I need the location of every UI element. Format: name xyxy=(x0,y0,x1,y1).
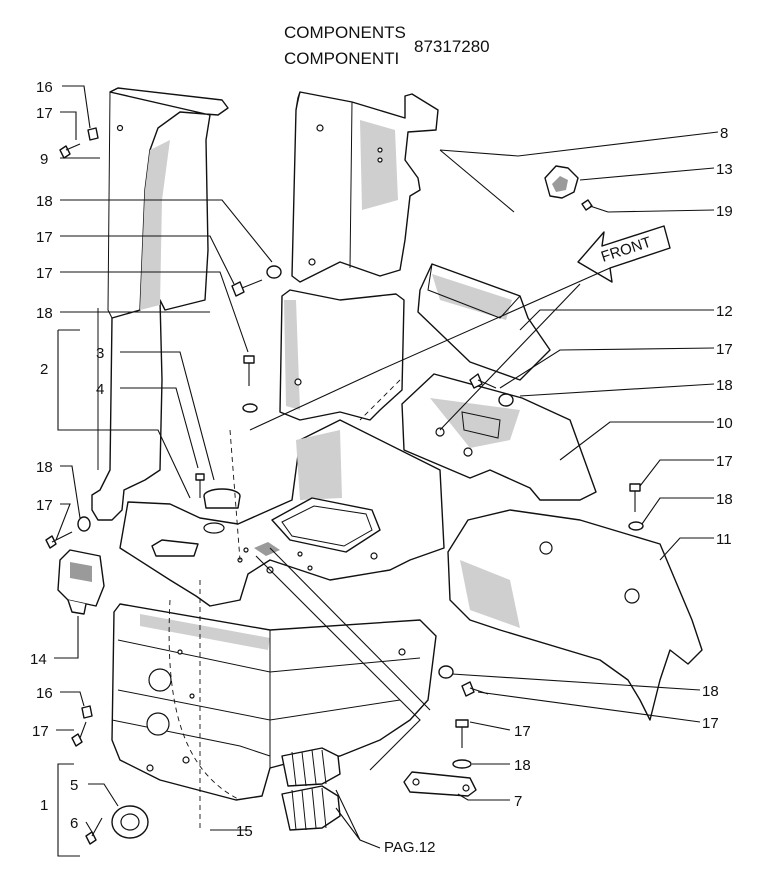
callout-17: 17 xyxy=(36,105,53,122)
washer-18-bottom xyxy=(452,759,472,769)
lower-back-panel xyxy=(279,289,405,421)
part-number: 87317280 xyxy=(414,37,490,56)
callout-19: 19 xyxy=(716,203,733,220)
callout-18: 18 xyxy=(702,683,719,700)
callout-17: 17 xyxy=(32,723,49,740)
screw-19 xyxy=(581,199,609,213)
callout-9: 9 xyxy=(40,151,48,168)
callout-7: 7 xyxy=(514,793,522,810)
callout-16: 16 xyxy=(36,79,53,96)
callout-17: 17 xyxy=(36,265,53,282)
main-tank-body xyxy=(111,379,445,831)
callout-6: 6 xyxy=(70,815,78,832)
callout-pag12: PAG.12 xyxy=(384,839,435,856)
leader-lines xyxy=(54,85,719,857)
title-italian: COMPONENTI xyxy=(284,49,399,68)
callout-17: 17 xyxy=(514,723,531,740)
right-cover xyxy=(447,509,703,721)
callout-16: 16 xyxy=(36,685,53,702)
callout-3: 3 xyxy=(96,345,104,362)
title-english: COMPONENTS xyxy=(284,23,406,42)
plate-7 xyxy=(403,771,477,797)
callout-13: 13 xyxy=(716,161,733,178)
callout-18: 18 xyxy=(36,193,53,210)
callout-17: 17 xyxy=(36,497,53,514)
callout-2: 2 xyxy=(40,361,48,378)
callout-17: 17 xyxy=(716,341,733,358)
callout-17: 17 xyxy=(716,453,733,470)
callout-17: 17 xyxy=(702,715,719,732)
callout-18: 18 xyxy=(716,377,733,394)
air-duct xyxy=(417,263,551,381)
callout-labels: 16 17 9 18 17 17 18 2 3 4 18 17 14 16 17… xyxy=(30,79,733,856)
grommet-5 xyxy=(111,805,149,839)
callout-11: 11 xyxy=(716,531,732,548)
callout-18: 18 xyxy=(36,459,53,476)
callout-14: 14 xyxy=(30,651,47,668)
small-hardware xyxy=(45,127,644,845)
callout-1: 1 xyxy=(40,797,48,814)
front-arrow: FRONT xyxy=(577,225,671,283)
callout-18: 18 xyxy=(514,757,531,774)
bolt-17-bottom xyxy=(455,719,469,748)
callout-15: 15 xyxy=(236,823,253,840)
callout-18: 18 xyxy=(716,491,733,508)
callout-10: 10 xyxy=(716,415,733,432)
left-side-panel xyxy=(91,87,229,521)
callout-5: 5 xyxy=(70,777,78,794)
filler-box xyxy=(57,549,105,615)
clip-part xyxy=(544,165,579,199)
callout-8: 8 xyxy=(720,125,728,142)
callout-17: 17 xyxy=(36,229,53,246)
callout-18: 18 xyxy=(36,305,53,322)
upper-back-panel xyxy=(291,91,439,283)
callout-4: 4 xyxy=(96,381,104,398)
callout-12: 12 xyxy=(716,303,733,320)
